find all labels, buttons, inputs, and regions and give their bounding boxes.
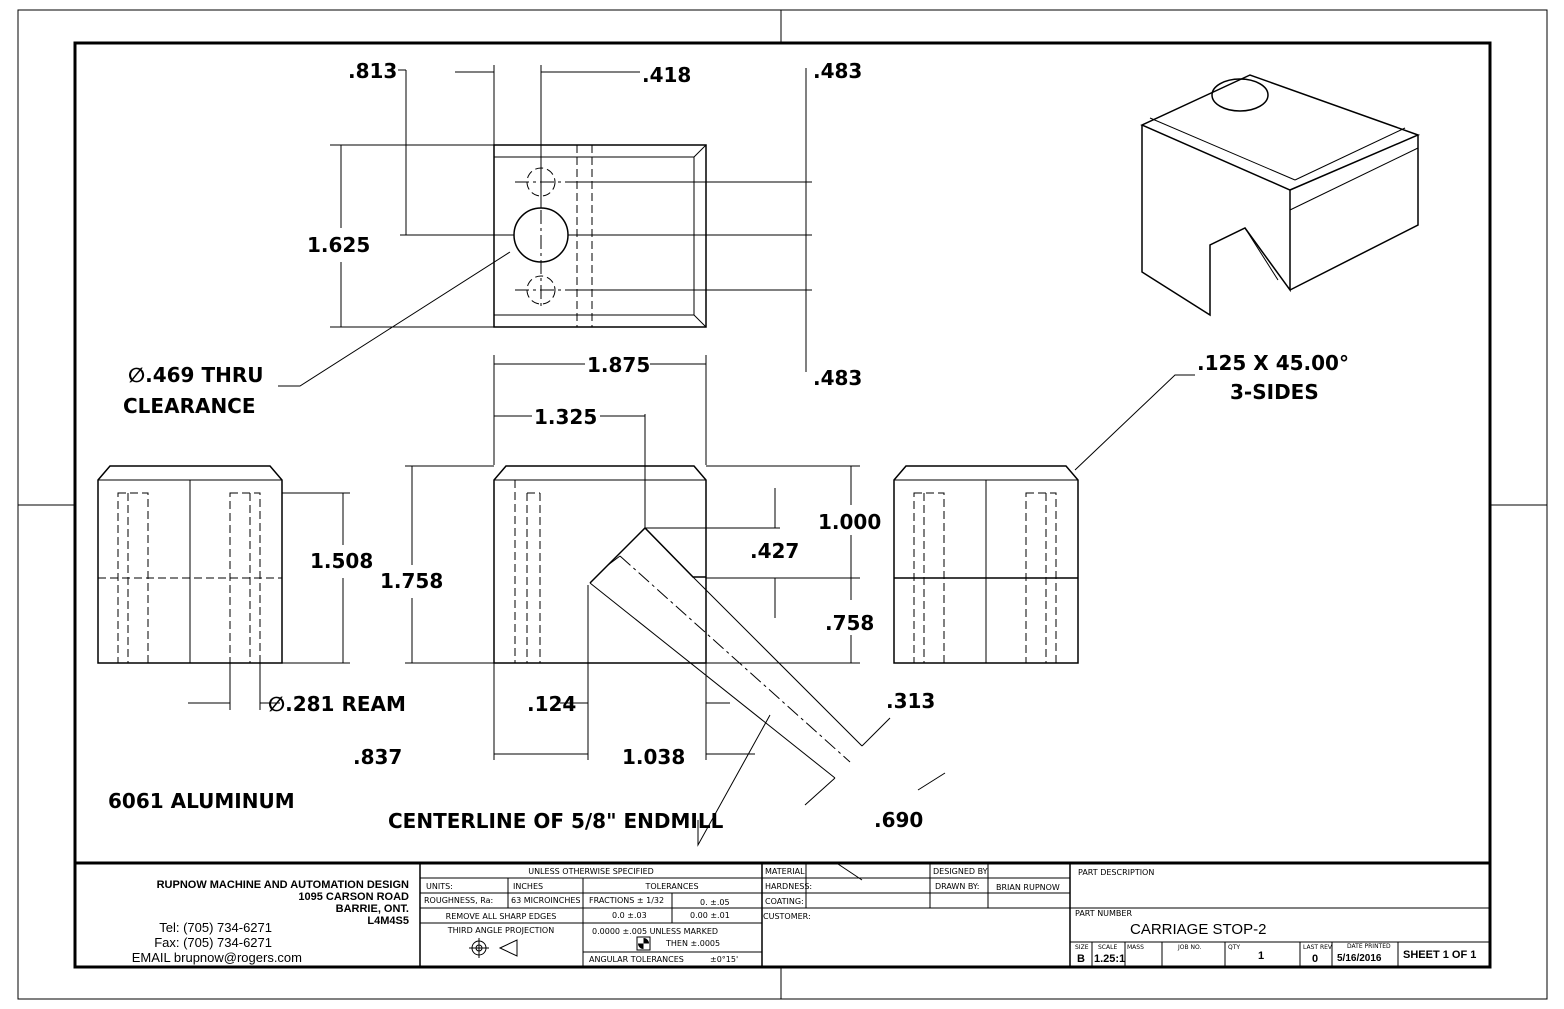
spec-header: UNLESS OTHERWISE SPECIFIED [528, 867, 654, 876]
dim-483-top: .483 [813, 59, 862, 83]
dim-1625: 1.625 [307, 233, 370, 257]
job-number-label: JOB NO. [1177, 944, 1201, 951]
part-description-label: PART DESCRIPTION [1078, 868, 1154, 877]
roughness-label: ROUGHNESS, Ra: [424, 896, 493, 905]
title-block: RUPNOW MACHINE AND AUTOMATION DESIGN 109… [75, 861, 1490, 967]
hole-note: ∅.469 THRU [128, 363, 263, 387]
date-printed-value: 5/16/2016 [1337, 953, 1382, 964]
company-email: EMAIL brupnow@rogers.com [132, 950, 302, 965]
tol-1: 0.0 ±.03 [612, 911, 647, 920]
hole-note-clearance: CLEARANCE [123, 394, 256, 418]
info-block: MATERIAL: HARDNESS: COATING: CUSTOMER: D… [762, 863, 1070, 921]
mass-label: MASS [1127, 944, 1144, 951]
front-view [493, 465, 863, 779]
units-label: UNITS: [426, 882, 453, 891]
company-fax: Fax: (705) 734-6271 [154, 935, 272, 950]
chamfer-note-sides: 3-SIDES [1230, 380, 1319, 404]
edges-note: REMOVE ALL SHARP EDGES [446, 912, 557, 921]
coating-label: COATING: [765, 897, 804, 906]
tol-2: 0.00 ±.01 [690, 911, 730, 920]
dim-813: .813 [348, 59, 397, 83]
centerline-note: CENTERLINE OF 5/8" ENDMILL [388, 809, 724, 833]
angular-value: ±0°15' [710, 955, 738, 964]
hardness-label: HARDNESS: [765, 882, 812, 891]
tol-0: 0. ±.05 [700, 898, 730, 907]
dim-1325: 1.325 [534, 405, 597, 429]
designed-by-label: DESIGNED BY: [933, 867, 989, 876]
material-label: MATERIAL: [765, 867, 807, 876]
front-view-dimensions: 1.875 1.325 1.758 1.000 .758 .427 .837 1… [353, 353, 946, 881]
dim-418: .418 [642, 63, 691, 87]
scale-value: 1.25:1 [1094, 953, 1125, 965]
last-rev-value: 0 [1312, 953, 1318, 965]
part-number: CARRIAGE STOP-2 [1130, 921, 1266, 938]
size-label: SIZE [1075, 944, 1089, 951]
dim-1000: 1.000 [818, 510, 881, 534]
drawn-by-label: DRAWN BY: [935, 882, 979, 891]
last-rev-label: LAST REV [1303, 944, 1333, 951]
top-view-dimensions: 1.625 .813 .418 .483 .483 ∅.469 THRU CLE… [123, 59, 862, 418]
tolerances-header: TOLERANCES [644, 882, 698, 891]
roughness-value: 63 MICROINCHES [511, 896, 581, 905]
dim-427: .427 [750, 539, 799, 563]
dim-758: .758 [825, 611, 874, 635]
dim-1038: 1.038 [622, 745, 685, 769]
customer-label: CUSTOMER: [763, 912, 811, 921]
company-name: RUPNOW MACHINE AND AUTOMATION DESIGN [157, 879, 409, 891]
projection-label: THIRD ANGLE PROJECTION [447, 926, 554, 935]
tol-fractions: FRACTIONS ± 1/32 [589, 896, 664, 905]
dim-1758: 1.758 [380, 569, 443, 593]
company-city: BARRIE, ONT. [336, 903, 409, 915]
company-postal: L4M4S5 [367, 915, 409, 927]
dim-837: .837 [353, 745, 402, 769]
company-tel: Tel: (705) 734-6271 [159, 920, 272, 935]
dim-1875: 1.875 [587, 353, 650, 377]
angular-label: ANGULAR TOLERANCES [589, 955, 684, 964]
part-number-label: PART NUMBER [1075, 909, 1132, 918]
sheet-number: SHEET 1 OF 1 [1403, 949, 1476, 961]
spec-block: UNLESS OTHERWISE SPECIFIED UNITS: INCHES… [420, 867, 762, 967]
qty-value: 1 [1258, 950, 1264, 962]
third-angle-projection-icon [469, 938, 518, 958]
ream-note: ∅.281 REAM [268, 692, 406, 716]
units-value: INCHES [513, 882, 543, 891]
dim-124: .124 [527, 692, 576, 716]
size-value: B [1077, 953, 1085, 965]
qty-label: QTY [1228, 944, 1240, 951]
scale-label: SCALE [1098, 944, 1117, 951]
dim-313: .313 [886, 689, 935, 713]
right-view: .125 X 45.00° 3-SIDES [893, 351, 1349, 664]
date-printed-label: DATE PRINTED [1347, 943, 1391, 950]
dim-483-bottom: .483 [813, 366, 862, 390]
part-block: PART DESCRIPTION PART NUMBER CARRIAGE ST… [1070, 868, 1490, 967]
drawn-by-value: BRIAN RUPNOW [996, 883, 1060, 892]
chamfer-note: .125 X 45.00° [1197, 351, 1349, 375]
datum-target-icon [636, 936, 651, 951]
dim-690: .690 [874, 808, 923, 832]
sheet-border [17, 9, 1548, 1000]
top-view [493, 144, 707, 328]
isometric-view [1140, 74, 1421, 317]
material-note: 6061 ALUMINUM [108, 789, 295, 813]
dim-1508: 1.508 [310, 549, 373, 573]
tol-then: THEN ±.0005 [665, 939, 720, 948]
left-view: 1.508 ∅.281 REAM [97, 465, 406, 716]
company-address: 1095 CARSON ROAD [298, 891, 409, 903]
tol-4: 0.0000 ±.005 UNLESS MARKED [592, 927, 718, 936]
